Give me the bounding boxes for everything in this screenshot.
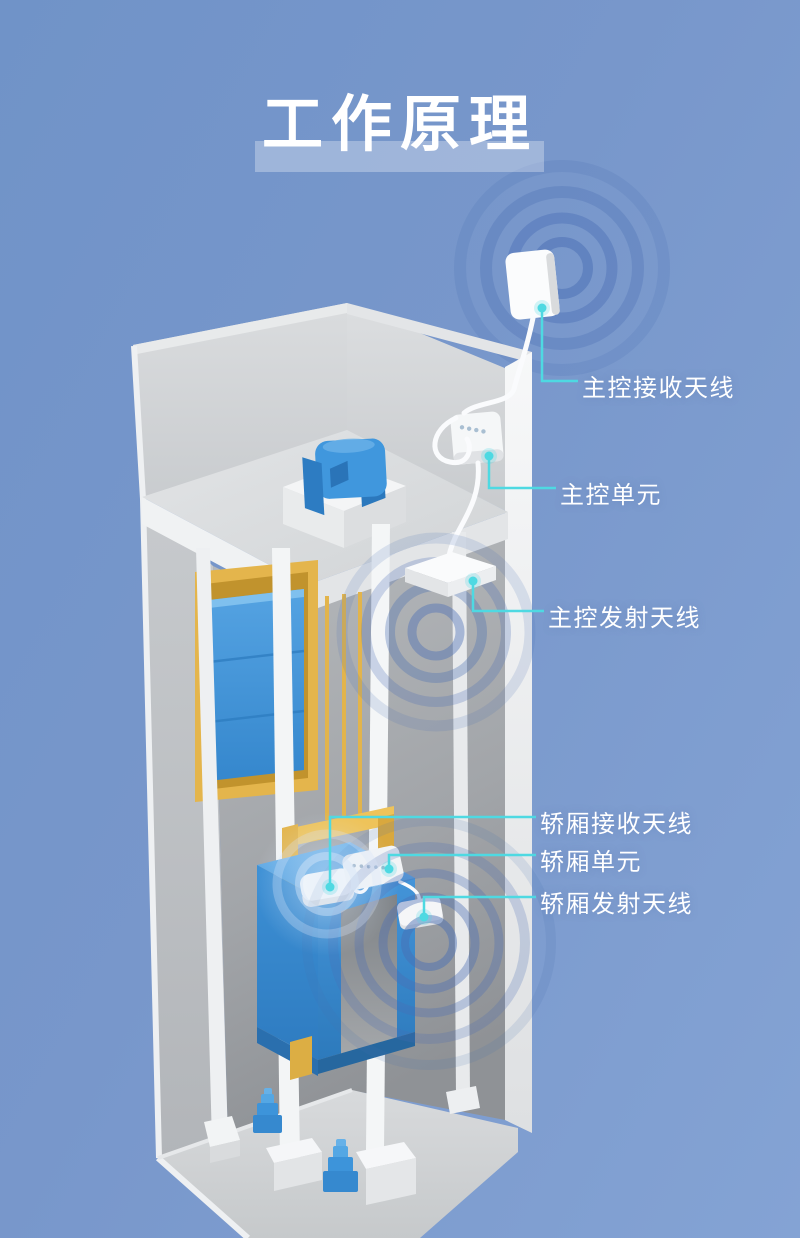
traction-machine (302, 438, 387, 516)
label-main-receive-antenna: 主控接收天线 (582, 374, 735, 402)
hoist-ropes (325, 592, 362, 820)
guide-rails (196, 524, 480, 1205)
title-highlight-band (255, 141, 544, 172)
unit-led-indicators (459, 425, 486, 434)
leader-lines (328, 310, 578, 915)
pit-buffer-rear (253, 1088, 282, 1133)
leader-dots (322, 300, 550, 925)
leader-main-transmit (471, 583, 544, 613)
pit-buffer-front (323, 1139, 358, 1192)
leader-main-receive (540, 310, 578, 383)
page-title: 工作原理 (261, 89, 538, 160)
label-car-transmit-antenna: 轿厢发射天线 (540, 890, 693, 918)
signal-ripples-main-receive (454, 160, 670, 376)
label-main-transmit-antenna: 主控发射天线 (548, 604, 701, 632)
leader-car-transmit (422, 895, 536, 915)
label-main-control-unit: 主控单元 (560, 481, 662, 509)
label-car-unit: 轿厢单元 (540, 848, 642, 876)
label-car-receive-antenna: 轿厢接收天线 (540, 810, 693, 838)
main-receive-antenna-panel (505, 249, 560, 320)
leader-main-unit (487, 458, 556, 490)
leader-car-unit (387, 853, 536, 867)
leader-car-receive (328, 815, 536, 885)
